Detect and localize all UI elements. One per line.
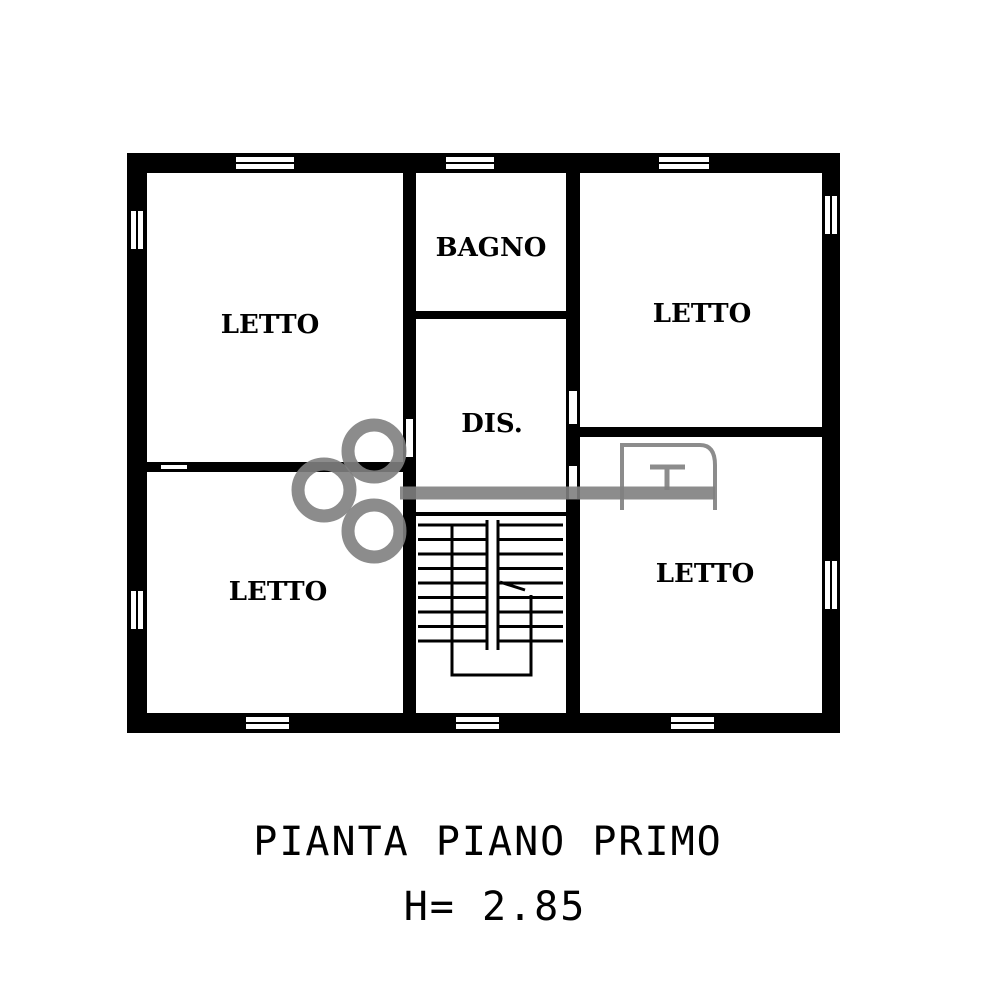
room-label-bagno: BAGNO <box>436 233 547 263</box>
key-watermark-logo <box>291 418 717 564</box>
windows <box>129 155 839 731</box>
room-label-letto: LETTO <box>653 299 752 329</box>
plan-title: PIANTA PIANO PRIMO <box>253 819 722 865</box>
staircase <box>418 520 563 677</box>
room-label-letto: LETTO <box>656 559 755 589</box>
ceiling-height: H= 2.85 <box>404 884 587 930</box>
room-label-letto: LETTO <box>221 310 320 340</box>
room-label-letto: LETTO <box>229 577 328 607</box>
room-label-dis: DIS. <box>461 409 523 439</box>
